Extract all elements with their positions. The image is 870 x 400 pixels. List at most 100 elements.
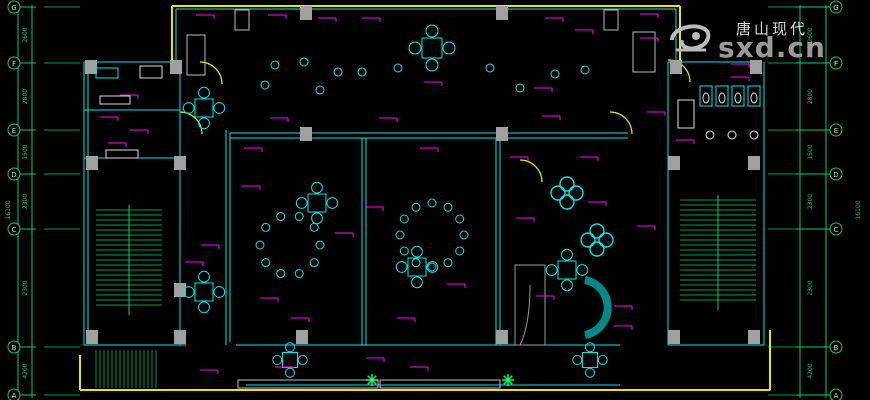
round-table-chair: [399, 214, 409, 224]
structural-column: [86, 330, 98, 344]
grid-axis-label: G: [833, 4, 838, 12]
flower-table: [568, 185, 584, 201]
table-square: [421, 37, 443, 59]
chair: [285, 342, 295, 353]
chair: [411, 245, 423, 258]
chair: [576, 264, 589, 276]
table-square: [407, 257, 427, 277]
fixture-outline: [632, 31, 656, 73]
structural-column: [668, 330, 680, 344]
grid-axis-label: B: [834, 344, 839, 352]
grid-axis-bubble: [829, 222, 843, 236]
structural-column: [496, 330, 508, 344]
structural-column: [174, 330, 186, 344]
table-square: [194, 282, 214, 302]
fixture-outline: [186, 34, 206, 76]
grid-axis-bubble: [829, 0, 843, 14]
round-table-chair: [395, 230, 405, 240]
watermark-chinese-text: 唐山现代: [736, 20, 809, 38]
table-square: [582, 352, 598, 368]
chair: [326, 197, 339, 209]
chair: [311, 212, 323, 225]
round-table-chair: [309, 258, 319, 268]
service-counter-curve: [519, 284, 531, 346]
structural-column: [170, 60, 182, 74]
round-table-chair: [255, 240, 265, 250]
structural-column: [300, 127, 312, 141]
grid-axis-bubble: [7, 0, 21, 14]
structural-column: [86, 156, 98, 170]
round-table-chair: [427, 198, 437, 208]
door-arc: [199, 61, 223, 85]
door-arc: [519, 159, 543, 183]
chair: [295, 197, 308, 209]
total-dimension-label: 16100: [5, 200, 12, 219]
dimension-label: 1500: [22, 144, 29, 159]
toilet-fixture: [718, 92, 726, 104]
chair: [561, 248, 573, 261]
grid-axis-bubble: [7, 167, 21, 181]
fixture-outline: [379, 379, 501, 389]
round-table-chair: [309, 222, 319, 232]
structural-column: [748, 330, 760, 344]
round-table-chair: [399, 246, 409, 256]
chair: [213, 286, 226, 298]
grid-axis-label: D: [11, 171, 16, 179]
chair: [285, 367, 295, 378]
door-arc: [179, 111, 203, 135]
chair: [485, 63, 495, 73]
chair: [561, 279, 573, 292]
chair: [333, 67, 343, 77]
flower-table: [550, 185, 566, 201]
round-table-chair: [443, 258, 453, 268]
chair: [393, 63, 403, 73]
chair: [580, 65, 590, 75]
flower-table: [589, 241, 605, 257]
chair: [572, 355, 583, 365]
toilet-stall: [731, 85, 745, 107]
bar-counter: [584, 276, 612, 339]
grid-axis-label: A: [12, 392, 17, 400]
dimension-label: 2800: [807, 89, 814, 104]
watermark-logo-icon: [670, 24, 711, 52]
urinal: [749, 130, 759, 140]
chair: [442, 41, 456, 55]
dimension-label: 4200: [807, 363, 814, 378]
chair: [198, 117, 210, 130]
flower-table: [559, 176, 575, 192]
structural-column: [300, 6, 312, 20]
grid-axis-label: G: [11, 4, 16, 12]
grid-axis-bubble: [829, 388, 843, 400]
grid-axis-label: E: [834, 127, 838, 135]
chair: [408, 41, 422, 55]
chair: [515, 83, 525, 93]
chair: [425, 58, 439, 72]
grid-axis-bubble: [7, 340, 21, 354]
round-table-chair: [443, 202, 453, 212]
round-table-chair: [427, 262, 437, 272]
chair: [260, 80, 270, 90]
door-arc: [609, 111, 633, 135]
flower-table: [589, 223, 605, 239]
round-table-chair: [455, 214, 465, 224]
chair: [182, 286, 195, 298]
table-square: [282, 352, 298, 368]
round-table-chair: [276, 269, 286, 279]
dimension-label: 2300: [807, 280, 814, 295]
round-table-chair: [411, 202, 421, 212]
round-table-chair: [276, 211, 286, 221]
table-square: [557, 260, 577, 280]
toilet-fixture: [750, 92, 758, 104]
chair: [311, 181, 323, 194]
toilet-fixture: [702, 92, 710, 104]
grid-axis-bubble: [829, 167, 843, 181]
chair: [411, 276, 423, 289]
sofa: [139, 65, 163, 79]
grid-axis-label: A: [834, 392, 839, 400]
flower-table: [559, 194, 575, 210]
table-square: [194, 98, 214, 118]
sofa: [95, 67, 119, 79]
chair: [585, 367, 595, 378]
chair: [395, 261, 408, 273]
